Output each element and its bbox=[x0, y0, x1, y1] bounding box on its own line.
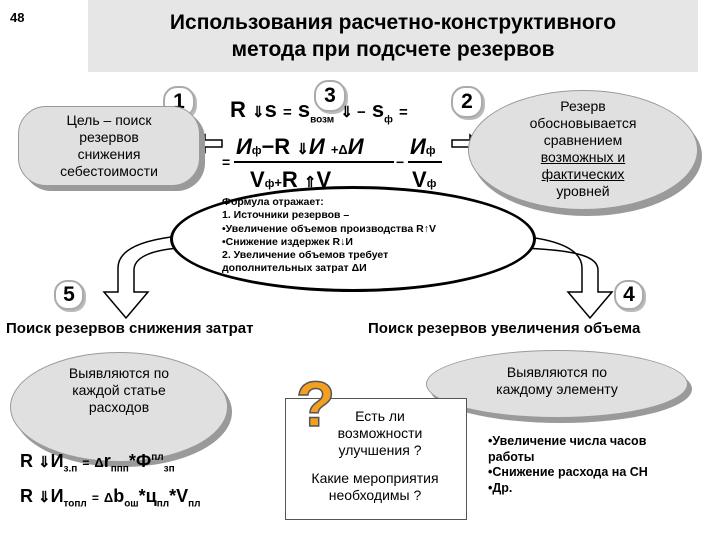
question-line: Какие мероприятия bbox=[311, 470, 439, 486]
question-improvement: Есть ли возможности улучшения ? bbox=[300, 408, 460, 459]
curved-arrow-right bbox=[519, 235, 614, 320]
note-line: 1. Источники резервов – bbox=[222, 209, 350, 222]
formula-labor-cost: R ⇓Из.п = Δrппп*Фплзп bbox=[20, 451, 175, 475]
volume-ellipse-line: каждому элементу bbox=[496, 381, 618, 397]
reserve-line: сравнением bbox=[543, 132, 623, 148]
volume-ellipse-line: Выявляются по bbox=[506, 364, 608, 380]
bullet-item: работы bbox=[488, 449, 535, 464]
cost-items-ellipse: Выявляются по каждой статье расходов bbox=[10, 352, 228, 462]
question-line: необходимы ? bbox=[328, 487, 422, 503]
title-line-1: Использования расчетно-конструктивного bbox=[169, 11, 617, 34]
cost-ellipse-line: Выявляются по bbox=[68, 365, 170, 381]
left-double-arrow bbox=[194, 133, 223, 154]
goal-line: резервов bbox=[79, 129, 139, 145]
svg-text:Иф: Иф bbox=[410, 134, 436, 159]
goal-box: Цель – поиск резервов снижения себестоим… bbox=[18, 106, 200, 186]
goal-line: Цель – поиск bbox=[66, 112, 152, 128]
question-box bbox=[285, 398, 467, 520]
bullet-item: •Др. bbox=[488, 480, 513, 495]
formula-note-ellipse bbox=[170, 186, 536, 292]
slide-number: 48 bbox=[10, 10, 25, 25]
svg-text:−: − bbox=[396, 154, 404, 170]
reserve-line: обосновывается bbox=[529, 115, 637, 131]
note-line: 2. Увеличение объемов требует bbox=[222, 249, 389, 262]
formula-fraction: = Иф−R ⇓И +ΔИ Vф+R ⇑V − Иф Vф bbox=[222, 134, 442, 192]
goal-line: себестоимости bbox=[60, 163, 158, 179]
formula-fuel-cost: R ⇓Итопл = Δbош*цпл*Vпл bbox=[20, 486, 201, 510]
volume-elements-ellipse: Выявляются по каждому элементу bbox=[426, 350, 688, 418]
note-line: •Увеличение объемов производства R↑V bbox=[222, 222, 436, 235]
reserve-line: Резерв bbox=[560, 98, 606, 114]
bullet-item: •Увеличение числа часов bbox=[488, 434, 647, 448]
reserve-ellipse: Резерв обосновывается сравнением возможн… bbox=[468, 90, 698, 210]
formula-note: Формула отражает: 1. Источники резервов … bbox=[222, 196, 436, 276]
question-line: улучшения ? bbox=[338, 442, 422, 458]
section-cost-reduction: Поиск резервов снижения затрат bbox=[6, 320, 254, 337]
step-3-badge: 3 bbox=[314, 80, 346, 112]
goal-line: снижения bbox=[77, 146, 141, 162]
note-head: Формула отражает: bbox=[222, 196, 324, 208]
volume-bullets: •Увеличение числа часов работы •Снижение… bbox=[488, 434, 648, 496]
page-title: Использования расчетно-конструктивного м… bbox=[88, 0, 698, 72]
reserve-line: фактических bbox=[541, 166, 625, 182]
step-2-badge: 2 bbox=[451, 86, 483, 118]
note-line: •Снижение издержек R↓И bbox=[222, 235, 353, 248]
question-line: Есть ли bbox=[355, 408, 405, 424]
reserve-line: возможных и bbox=[540, 149, 626, 165]
question-measures: Какие мероприятия необходимы ? bbox=[290, 470, 460, 504]
question-line: возможности bbox=[337, 425, 423, 441]
svg-text:=: = bbox=[222, 154, 230, 170]
cost-ellipse-line: каждой статье bbox=[72, 382, 166, 398]
step-5-badge: 5 bbox=[54, 280, 84, 310]
question-mark-icon: ? bbox=[295, 370, 336, 432]
cost-ellipse-line: расходов bbox=[88, 399, 150, 415]
bullet-item: •Снижение расхода на СН bbox=[488, 465, 648, 479]
reserve-line: уровней bbox=[556, 183, 610, 199]
section-volume-increase: Поиск резервов увеличения объема bbox=[368, 320, 641, 337]
title-line-2: метода при подсчете резервов bbox=[231, 38, 555, 61]
curved-arrow-left bbox=[102, 235, 181, 320]
note-line: дополнительных затрат ΔИ bbox=[222, 262, 367, 275]
svg-text:Иф−R ⇓И +ΔИ: Иф−R ⇓И +ΔИ bbox=[236, 134, 365, 159]
formula-reserve: R ⇓s = sвозм ⇓ − sф = bbox=[230, 97, 408, 126]
step-4-badge: 4 bbox=[614, 280, 644, 310]
svg-text:?: ? bbox=[296, 370, 335, 432]
